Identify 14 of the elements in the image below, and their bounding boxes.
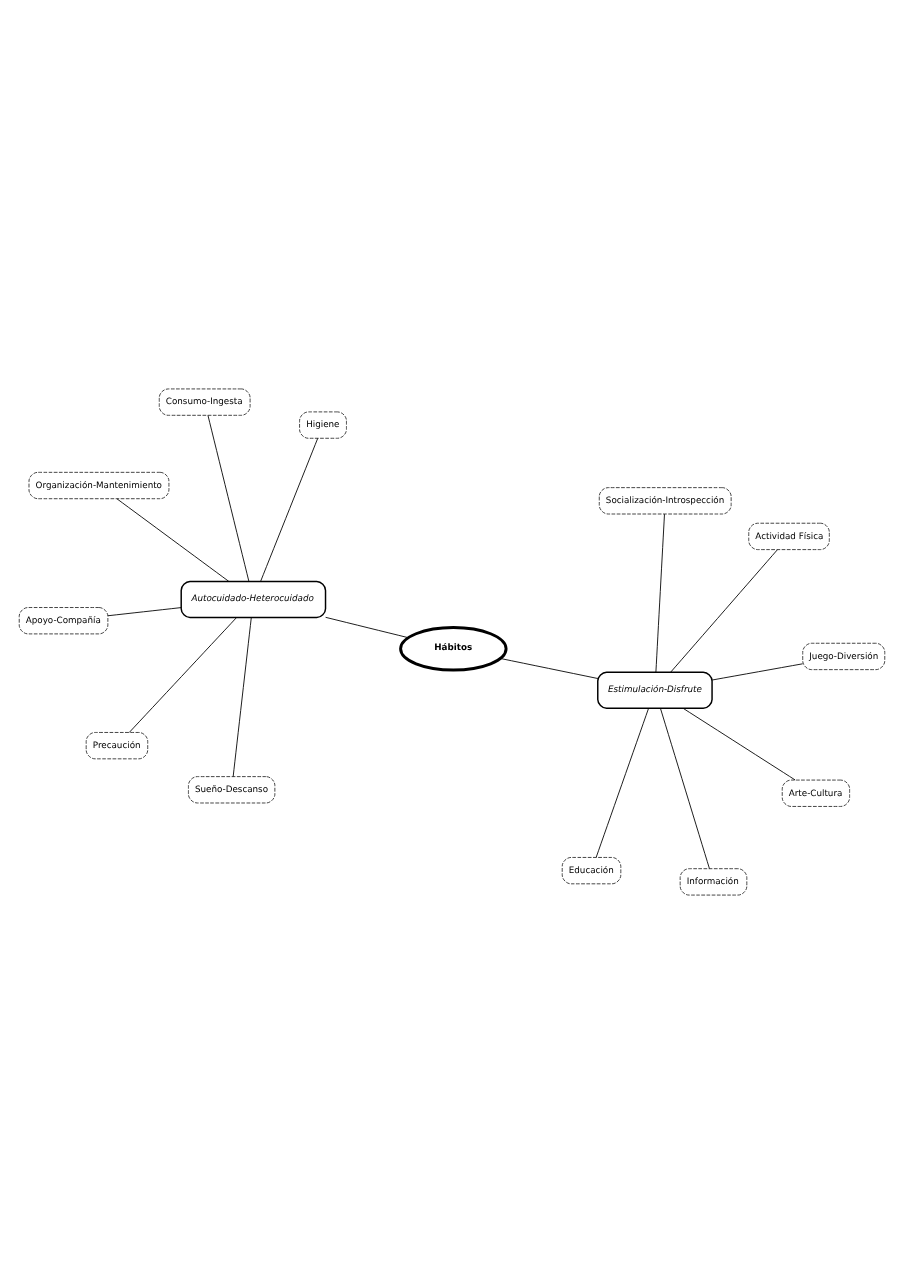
connector [711, 662, 804, 680]
connector [232, 616, 252, 777]
connector [660, 706, 710, 868]
connector [682, 706, 796, 780]
connector [325, 615, 409, 638]
connector [670, 548, 778, 672]
connector [107, 606, 182, 616]
connector [655, 512, 665, 672]
connector [595, 706, 650, 857]
connector [116, 497, 230, 581]
connector [499, 657, 599, 678]
connector [207, 414, 250, 581]
connector [260, 436, 319, 581]
connector [128, 616, 237, 732]
